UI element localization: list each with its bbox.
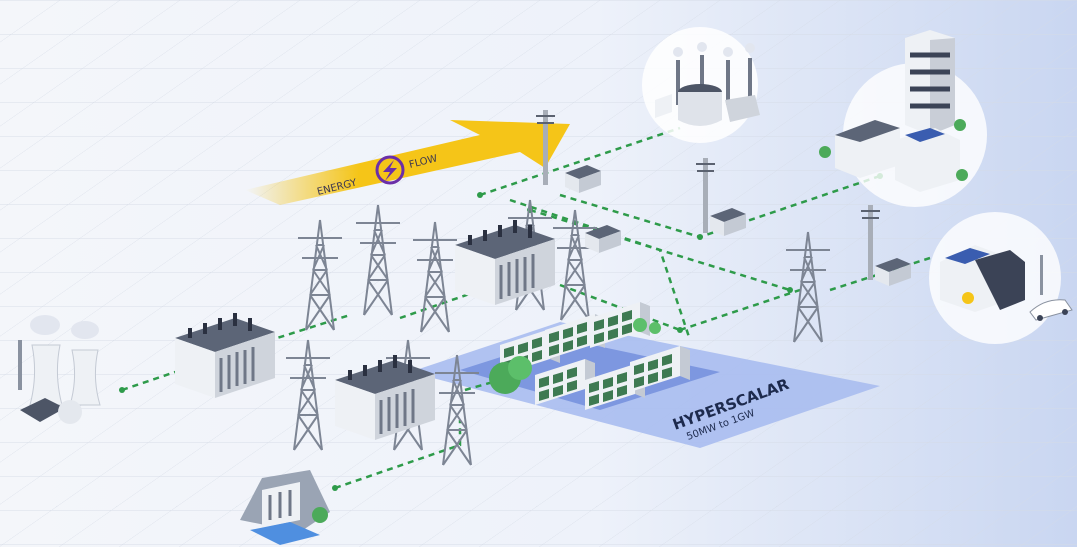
lightning-bolt-icon [375, 155, 405, 185]
data-center [489, 302, 690, 410]
power-plant-factory [642, 27, 760, 143]
hydro-dam [240, 470, 330, 545]
residential-house [929, 212, 1073, 344]
commercial-buildings [819, 30, 987, 207]
nuclear-power-plant [18, 315, 101, 424]
